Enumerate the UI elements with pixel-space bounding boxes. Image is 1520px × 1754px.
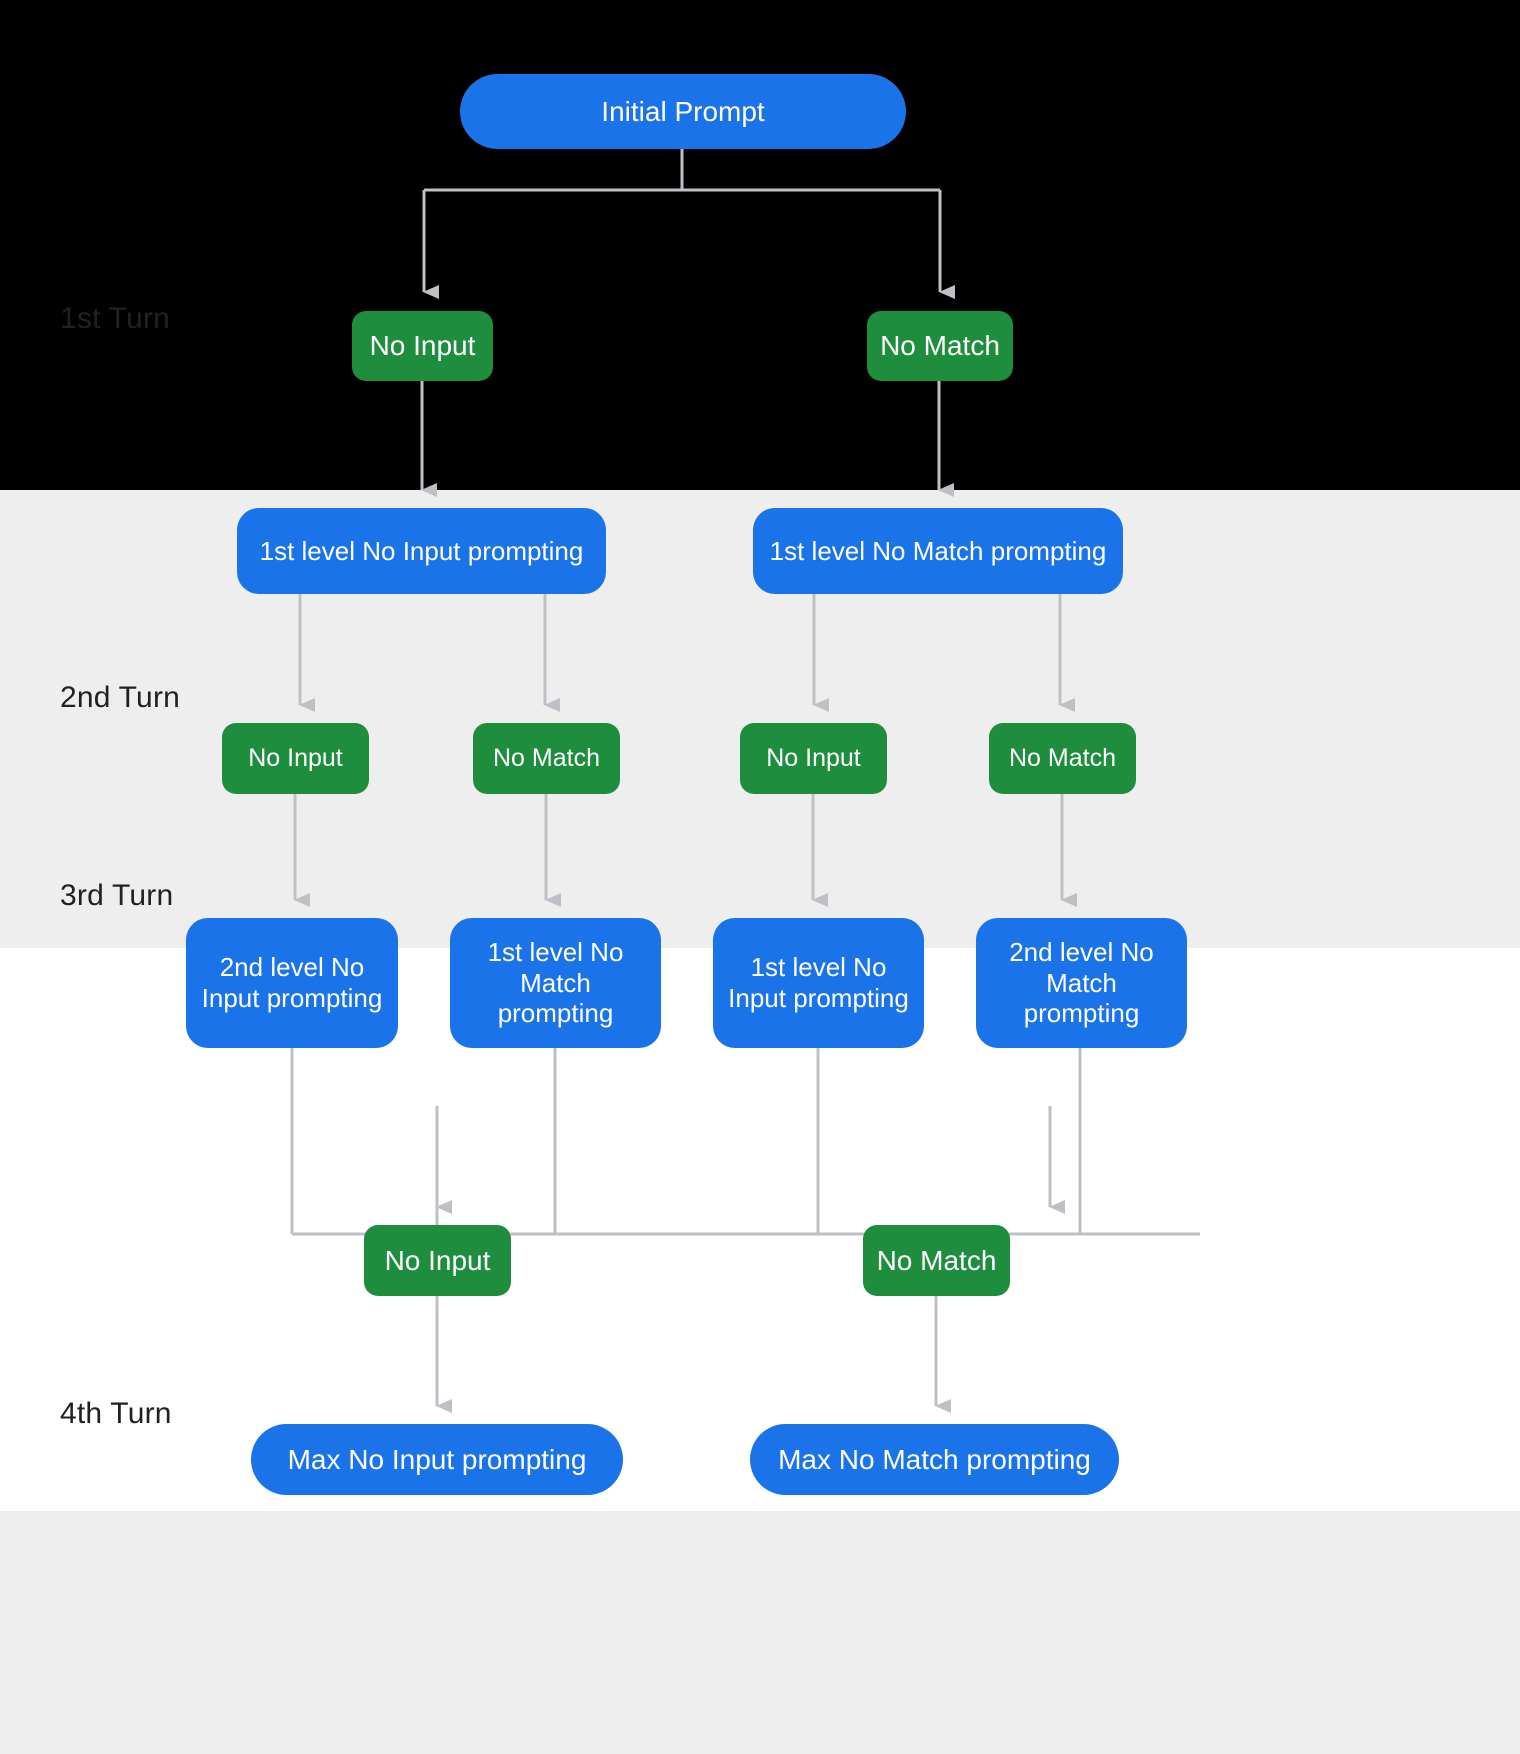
node-turn2-prompt-no-match[interactable]: 1st level No Match prompting	[753, 508, 1123, 594]
turn-label-1st: 1st Turn	[60, 302, 170, 335]
node-turn3-prompt-2[interactable]: 1st level No Match prompting	[450, 918, 661, 1048]
node-turn2-no-match-a[interactable]: No Match	[473, 723, 620, 794]
node-turn3-no-input[interactable]: No Input	[364, 1225, 511, 1296]
band-4th-turn	[0, 1511, 1520, 1754]
node-turn1-no-match[interactable]: No Match	[867, 311, 1013, 381]
node-turn4-max-no-input[interactable]: Max No Input prompting	[251, 1424, 623, 1495]
node-turn3-prompt-4[interactable]: 2nd level No Match prompting	[976, 918, 1187, 1048]
node-turn2-prompt-no-input[interactable]: 1st level No Input prompting	[237, 508, 606, 594]
node-turn2-no-match-b[interactable]: No Match	[989, 723, 1136, 794]
node-turn1-no-input[interactable]: No Input	[352, 311, 493, 381]
node-initial-prompt[interactable]: Initial Prompt	[460, 74, 906, 149]
turn-label-3rd: 3rd Turn	[60, 879, 174, 912]
node-turn4-max-no-match[interactable]: Max No Match prompting	[750, 1424, 1119, 1495]
node-turn3-prompt-1[interactable]: 2nd level No Input prompting	[186, 918, 398, 1048]
turn-label-2nd: 2nd Turn	[60, 681, 181, 714]
node-turn2-no-input-a[interactable]: No Input	[222, 723, 369, 794]
node-turn3-prompt-3[interactable]: 1st level No Input prompting	[713, 918, 924, 1048]
node-turn2-no-input-b[interactable]: No Input	[740, 723, 887, 794]
turn-label-4th: 4th Turn	[60, 1397, 172, 1430]
node-turn3-no-match[interactable]: No Match	[863, 1225, 1010, 1296]
